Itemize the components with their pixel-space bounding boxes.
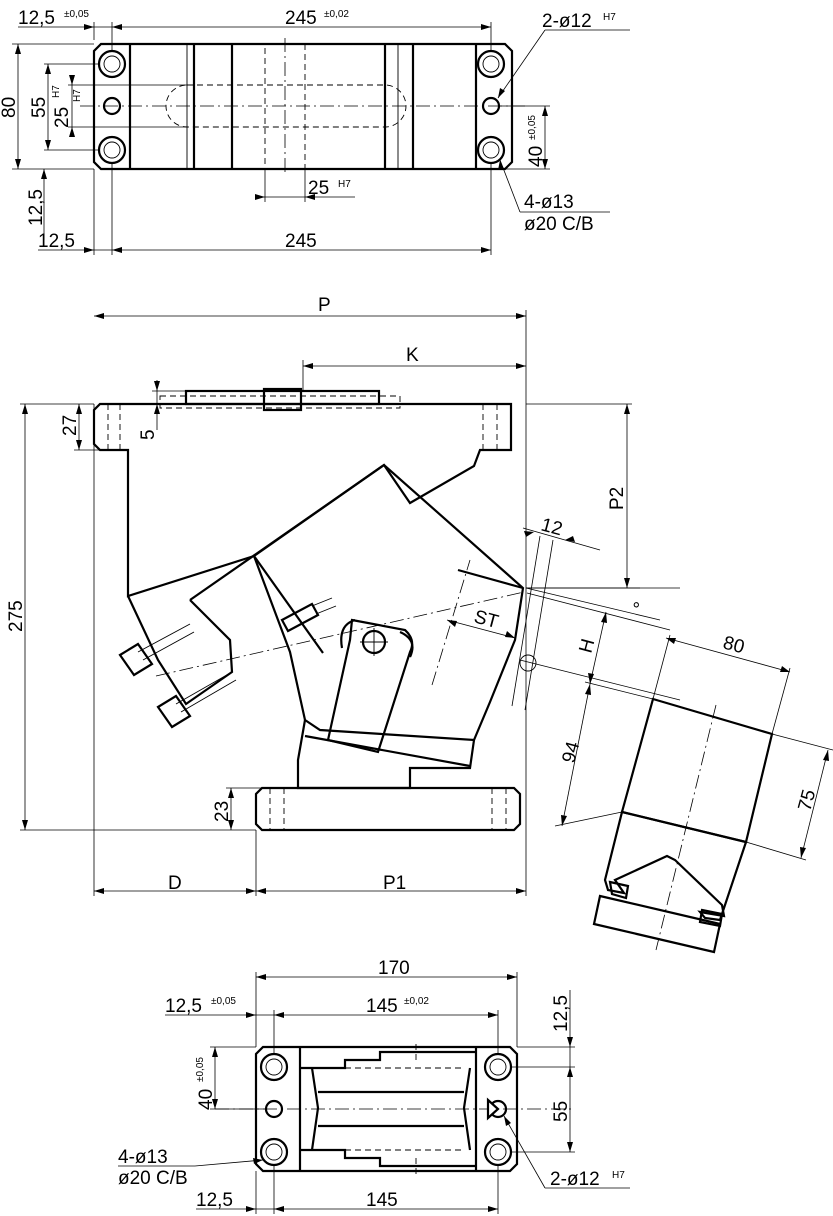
bottom-bolt-hole-tl — [259, 1052, 289, 1082]
top-dim-right-40-tol: ±0,05 — [527, 115, 538, 140]
jaw-dim-depth: 75 — [795, 787, 821, 813]
side-view: P K P2 ° 12 ST H — [6, 295, 681, 896]
side-left-arm — [127, 595, 234, 706]
side-dim-top-plate: 27 — [60, 415, 81, 436]
side-dim-base-plate: 23 — [212, 801, 233, 822]
top-pin-hole-left — [102, 96, 122, 116]
side-dim-gap: 12 — [539, 515, 565, 541]
bottom-bolt-hole-br — [483, 1137, 513, 1167]
top-dim-hole-spacing-tol: ±0,02 — [324, 9, 349, 20]
jaw-base — [592, 894, 722, 954]
bottom-dim-hole-spacing: 145 — [366, 996, 398, 1017]
bottom-dim-pin-hole-fit: H7 — [612, 1170, 625, 1181]
top-view: 12,5 ±0,05 245 ±0,02 2-ø12 H7 80 55 H7 2… — [0, 8, 630, 255]
top-dim-counterbore: ø20 C/B — [524, 214, 594, 235]
top-dim-slot-span-fit: H7 — [51, 85, 62, 98]
bottom-dim-pin-hole: 2-ø12 — [550, 1169, 600, 1190]
top-bolt-hole-tr — [476, 49, 506, 79]
bottom-dim-left-offset: 12,5 — [165, 996, 202, 1017]
side-dim-P2: P2 — [607, 487, 628, 510]
top-dim-left-offset-tol: ±0,05 — [64, 9, 89, 20]
side-dim-recess: 5 — [138, 429, 159, 440]
top-dim-left-offset: 12,5 — [18, 8, 55, 29]
side-cylinder-body — [189, 463, 525, 742]
top-pin-hole-right — [481, 96, 501, 116]
top-dim-center-slot: 25 — [308, 178, 329, 199]
top-dim-slot-span: 55 — [29, 97, 50, 118]
top-dim-slot-width-fit: H7 — [72, 89, 83, 102]
bottom-plate-outline — [254, 1045, 519, 1173]
side-bolt-upper — [118, 623, 195, 677]
bottom-dim-bolt-holes: 4-ø13 — [118, 1147, 168, 1168]
top-bolt-hole-bl — [97, 135, 127, 165]
top-dim-pin-hole-fit: H7 — [603, 12, 616, 23]
jaw-detail: 80 94 75 — [554, 633, 833, 954]
bottom-dim-right-offset: 12,5 — [551, 995, 572, 1032]
top-dim-bottom-offset-h: 12,5 — [38, 231, 75, 252]
top-dim-bottom-span: 245 — [285, 231, 317, 252]
bottom-bolt-hole-tr — [483, 1052, 513, 1082]
top-dim-bottom-offset-v: 12,5 — [26, 189, 47, 226]
bottom-dim-total-width: 170 — [378, 958, 410, 979]
bottom-slide-outline — [300, 1050, 476, 1168]
bottom-dim-right-55: 55 — [551, 1101, 572, 1122]
bottom-bolt-hole-bl — [259, 1137, 289, 1167]
bottom-dim-height-40-tol: ±0,05 — [195, 1057, 206, 1082]
top-dim-center-slot-fit: H7 — [338, 179, 351, 190]
jaw-upper-block — [620, 697, 774, 844]
side-dim-stroke: ST — [472, 607, 501, 634]
side-bolt-lower — [156, 671, 237, 729]
side-dim-H: H — [576, 637, 600, 656]
bottom-dim-hole-spacing-tol: ±0,02 — [404, 996, 429, 1007]
top-dim-bolt-holes: 4-ø13 — [524, 192, 574, 213]
top-bolt-hole-br — [476, 135, 506, 165]
top-dim-pin-hole: 2-ø12 — [542, 11, 592, 32]
side-base-plate — [254, 786, 522, 832]
top-dim-height: 80 — [0, 97, 20, 118]
side-dim-P: P — [318, 295, 331, 316]
side-dim-D: D — [168, 873, 182, 894]
top-dim-hole-spacing: 245 — [285, 8, 317, 29]
top-dim-right-40: 40 — [526, 146, 547, 167]
side-dim-angle: ° — [630, 599, 652, 613]
side-dim-total-height: 275 — [6, 600, 27, 632]
bottom-view: 170 12,5 ±0,05 145 ±0,02 12,5 55 40 ±0,0… — [118, 958, 630, 1214]
side-bolt-right — [280, 597, 337, 633]
bottom-dim-counterbore: ø20 C/B — [118, 1168, 188, 1189]
bottom-dim-left-offset-tol: ±0,05 — [211, 996, 236, 1007]
bottom-dim-bottom-span: 145 — [366, 1190, 398, 1211]
jaw-lower-block — [603, 810, 748, 922]
top-bolt-hole-tl — [97, 49, 127, 79]
side-dim-P1: P1 — [383, 873, 406, 894]
bottom-dim-bottom-offset: 12,5 — [196, 1190, 233, 1211]
top-dim-slot-width: 25 — [52, 107, 73, 128]
jaw-dim-height: 94 — [559, 739, 585, 765]
top-plate-outline — [92, 42, 514, 171]
side-dim-K: K — [406, 345, 419, 366]
bottom-dim-height-40: 40 — [196, 1089, 217, 1110]
